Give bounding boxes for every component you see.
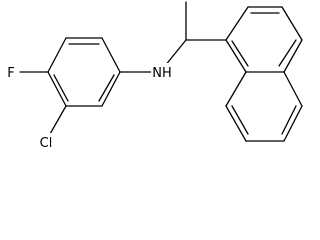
- bond: [283, 39, 303, 73]
- bond: [101, 37, 121, 73]
- bond: [225, 71, 247, 107]
- naphthalene-lower-ring: [225, 71, 303, 142]
- bond: [283, 71, 303, 107]
- fluorine-label: F: [7, 66, 14, 81]
- naphthalene-upper-ring: [225, 6, 303, 73]
- bond: [283, 105, 303, 142]
- amine-nh-label: NH: [152, 66, 172, 81]
- label-background: [151, 63, 173, 80]
- bond: [47, 71, 67, 107]
- bond: [47, 37, 67, 73]
- double-bond-inner: [231, 40, 249, 67]
- double-bond-inner: [98, 74, 115, 102]
- double-bond-inner: [281, 105, 297, 135]
- chlorofluorophenyl-ring: [47, 37, 121, 107]
- bond: [225, 105, 247, 142]
- bond: [101, 71, 121, 107]
- bond-c-cl: [49, 105, 67, 135]
- bond: [281, 6, 303, 41]
- double-bond-inner: [278, 39, 297, 67]
- chlorine-label: Cl: [40, 136, 53, 150]
- label-background: [4, 64, 18, 80]
- bond: [225, 39, 247, 73]
- double-bond-inner: [231, 105, 249, 135]
- double-bond-inner: [53, 74, 69, 102]
- bond: [225, 6, 249, 41]
- chemical-structure: F Cl NH: [4, 1, 303, 150]
- label-background: [34, 133, 58, 150]
